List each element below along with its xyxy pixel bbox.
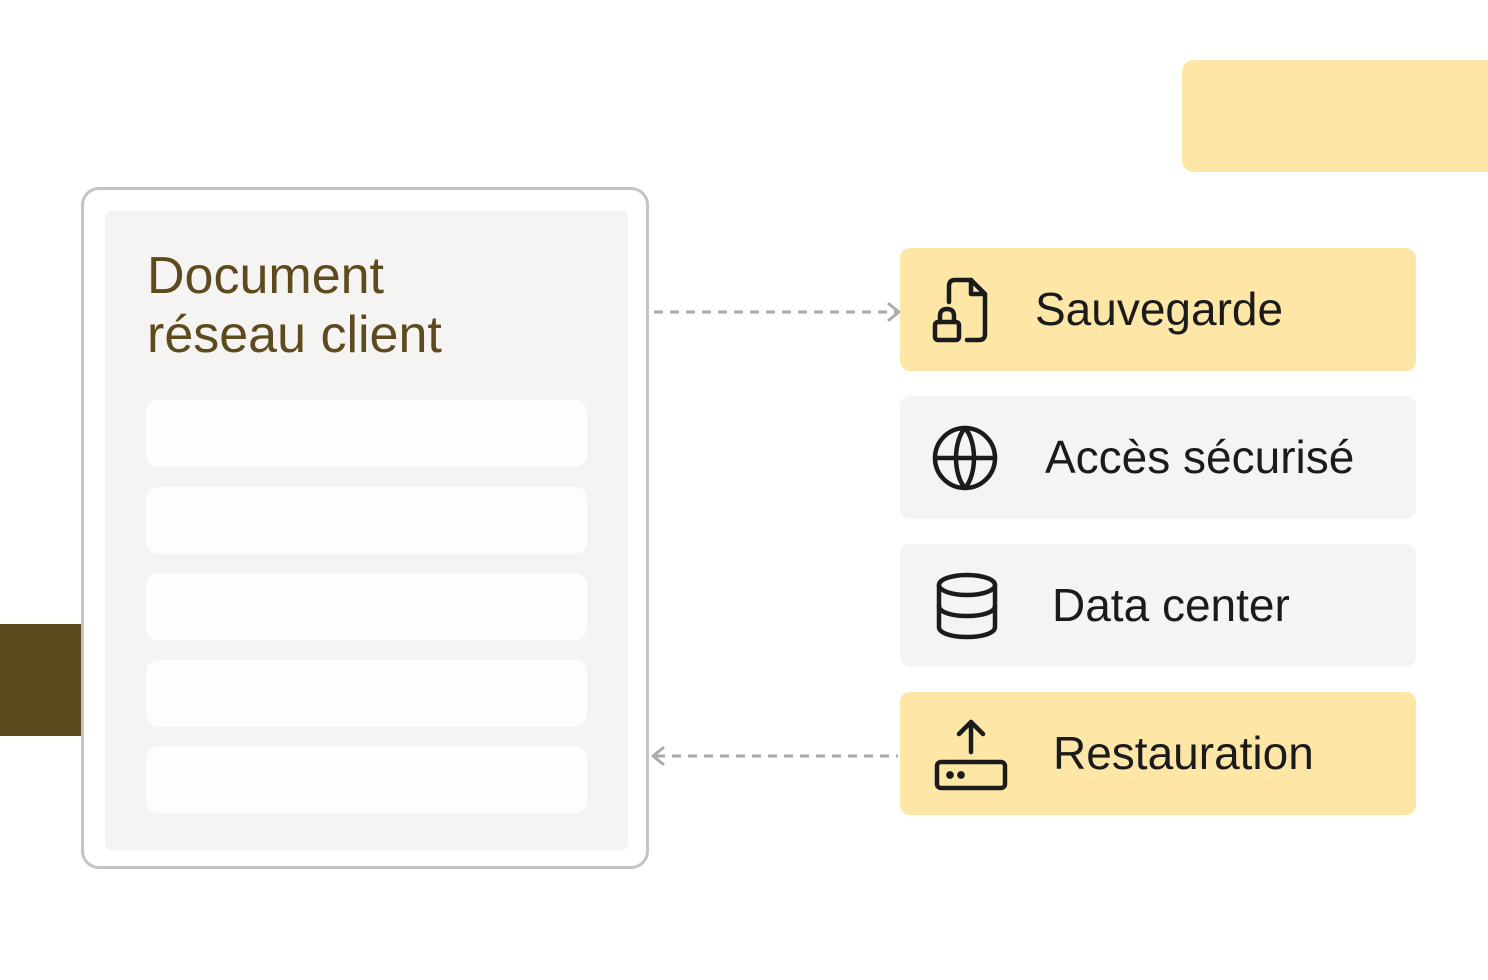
- decorative-yellow-block: [1182, 60, 1488, 172]
- service-label: Data center: [1052, 579, 1290, 631]
- service-label: Sauvegarde: [1035, 283, 1284, 335]
- service-label: Restauration: [1053, 727, 1314, 779]
- service-sauvegarde: Sauvegarde: [900, 248, 1416, 371]
- service-data-center: Data center: [900, 544, 1416, 667]
- document-title: Document réseau client: [147, 247, 442, 365]
- document-row: [146, 487, 587, 554]
- document-title-line-1: Document: [147, 247, 384, 305]
- document-row: [146, 400, 587, 467]
- client-network-document-card: Document réseau client: [81, 187, 649, 869]
- document-title-line-2: réseau client: [147, 306, 442, 364]
- service-acces-securise: Accès sécurisé: [900, 396, 1416, 519]
- service-label: Accès sécurisé: [1045, 431, 1355, 483]
- file-lock-icon: [918, 248, 1008, 371]
- upload-router-icon: [926, 692, 1016, 815]
- document-inner-panel: Document réseau client: [105, 211, 628, 850]
- document-row: [146, 660, 587, 727]
- globe-icon: [920, 396, 1010, 519]
- restore-connector: [651, 746, 898, 766]
- backup-connector: [654, 302, 901, 322]
- decorative-brown-block: [0, 624, 84, 736]
- document-row: [146, 746, 587, 813]
- service-restauration: Restauration: [900, 692, 1416, 815]
- document-row: [146, 573, 587, 640]
- database-icon: [922, 544, 1012, 667]
